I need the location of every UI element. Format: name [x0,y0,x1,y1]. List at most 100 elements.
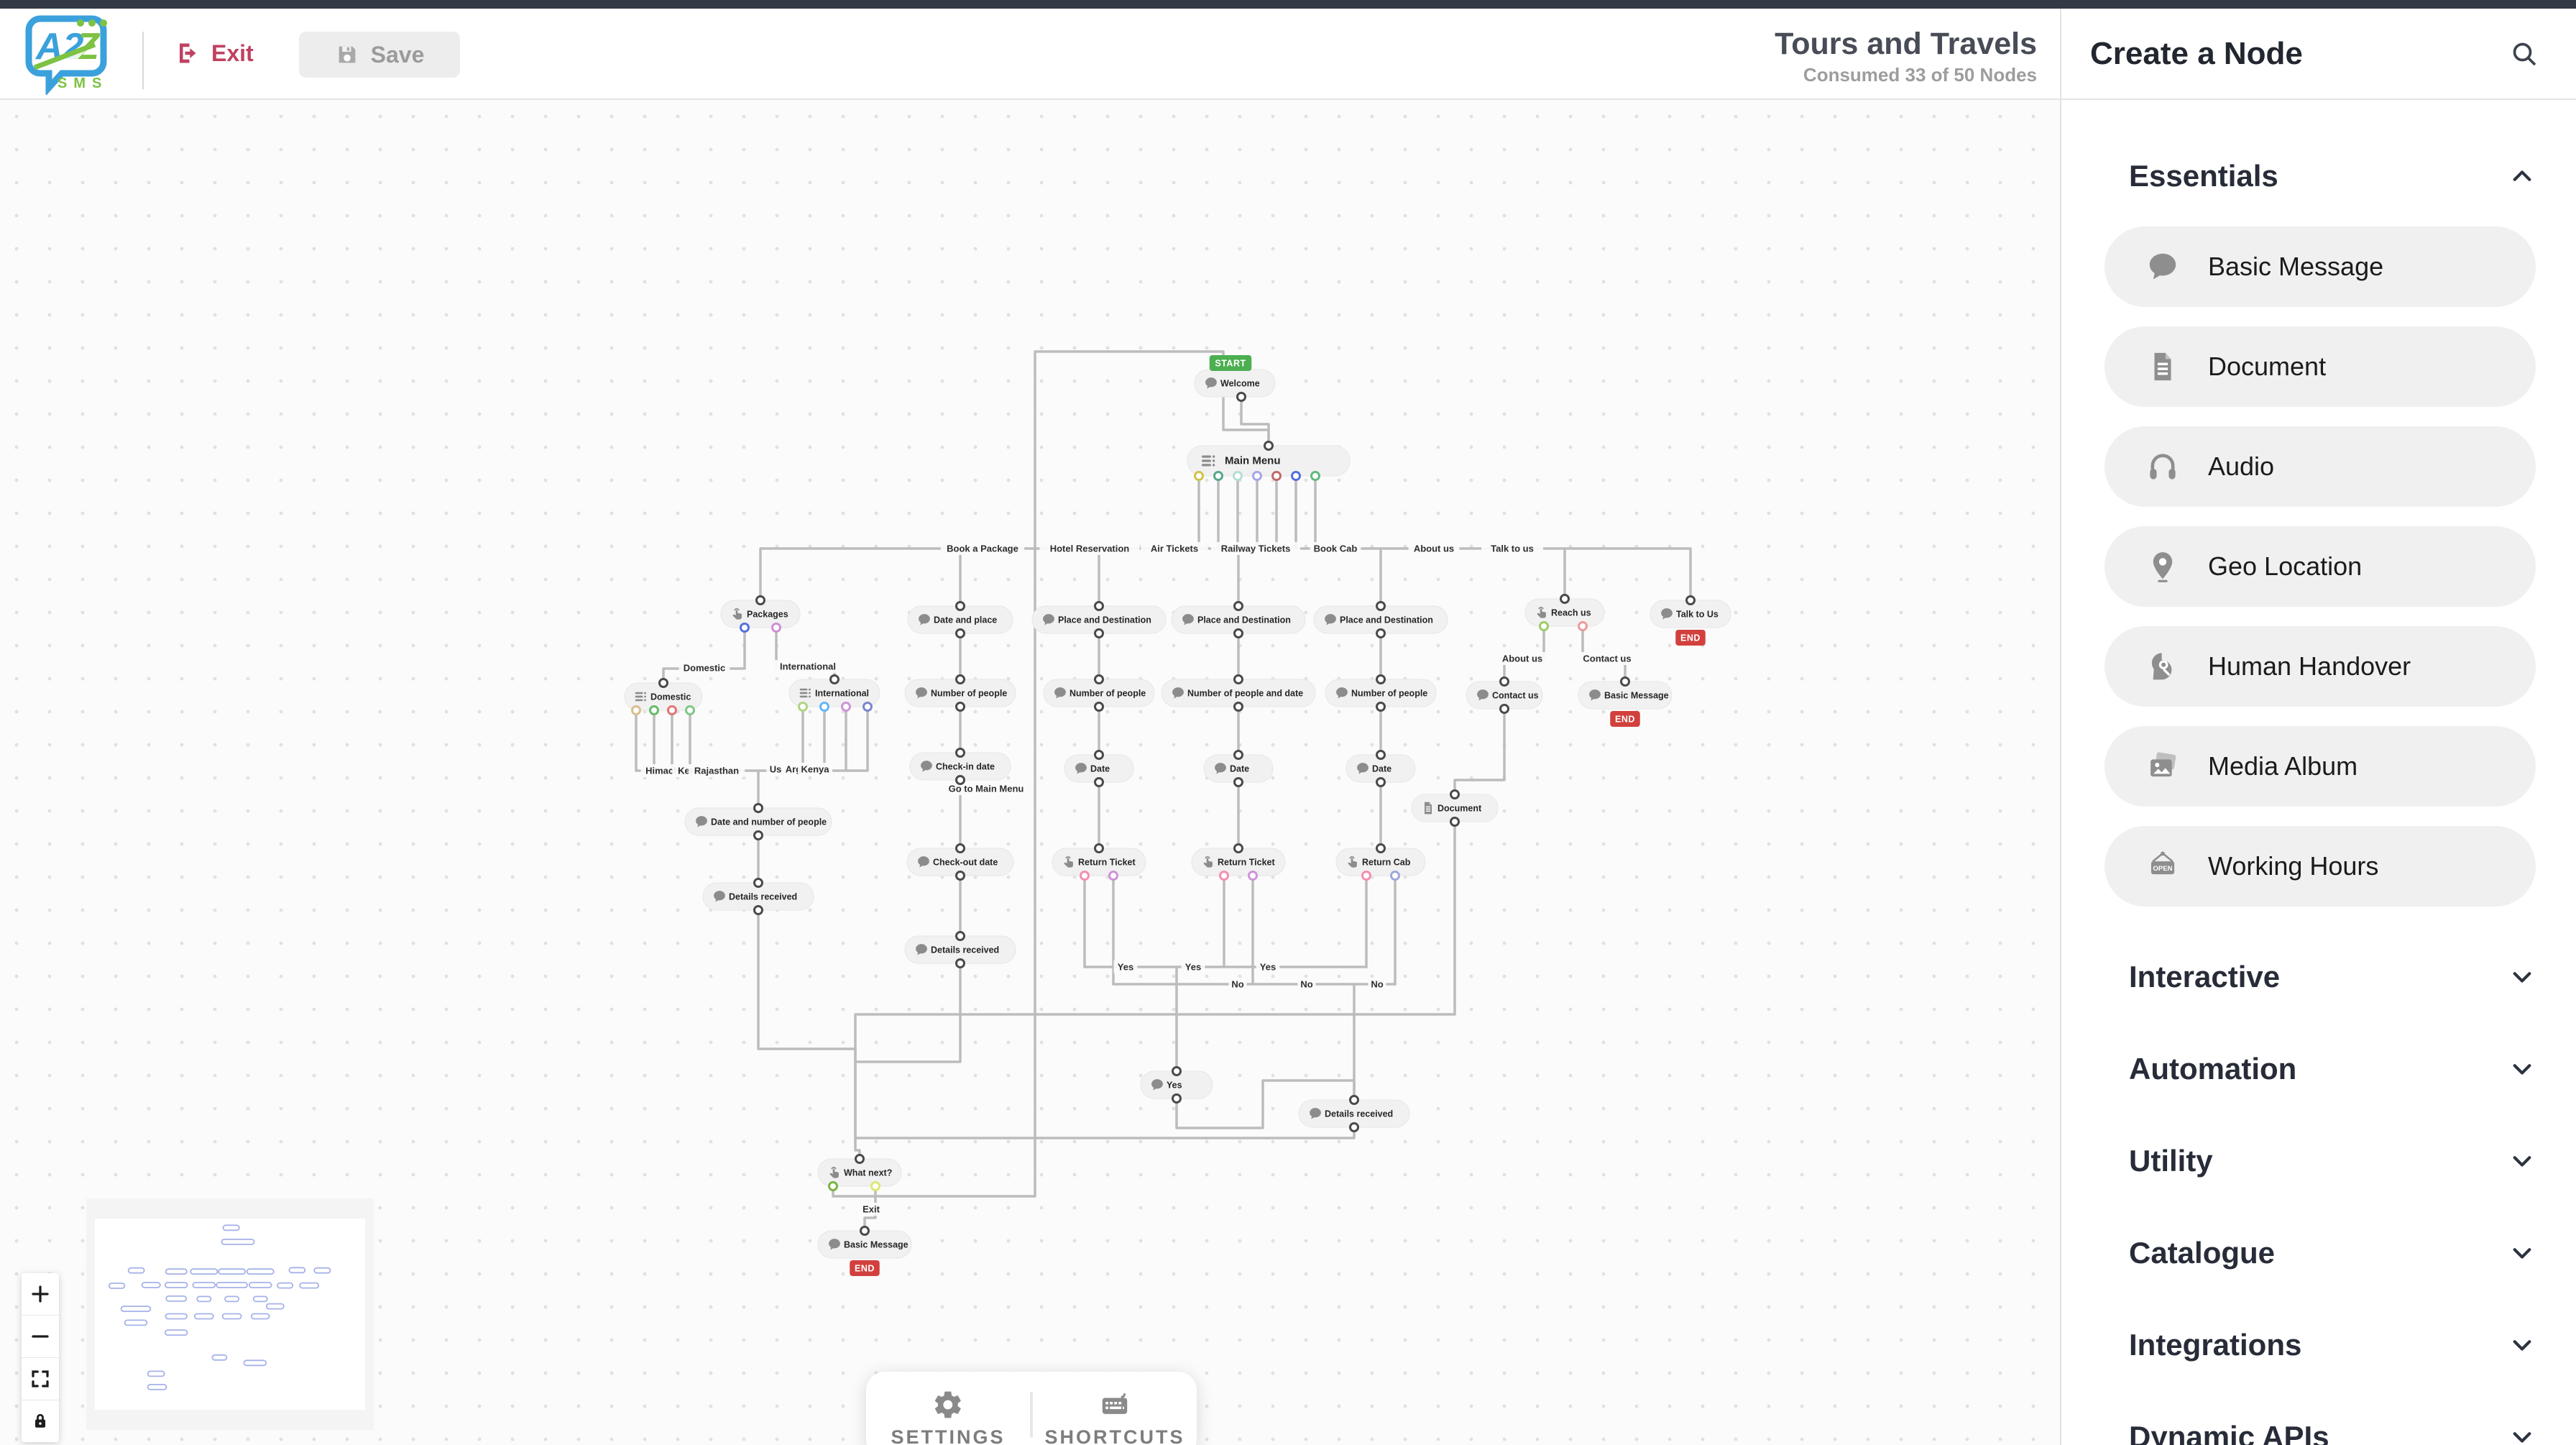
flow-node-num-people-3[interactable]: Number of people [1043,674,1155,712]
search-icon[interactable] [2510,40,2539,68]
input-port[interactable] [1233,843,1243,853]
sidebar-section-automation[interactable]: Automation [2104,1047,2536,1091]
output-port[interactable] [740,623,750,633]
input-port[interactable] [755,595,765,605]
output-port[interactable] [1349,1122,1359,1132]
flow-node-place-dest-2[interactable]: Place and Destination [1171,601,1306,638]
output-port[interactable] [955,958,965,968]
fit-view-button[interactable] [22,1358,59,1400]
input-port[interactable] [955,674,965,684]
flow-node-place-dest-1[interactable]: Place and Destination [1031,601,1167,638]
output-port[interactable] [870,1181,880,1191]
input-port[interactable] [1094,843,1104,853]
sidebar-section-catalogue[interactable]: Catalogue [2104,1231,2536,1275]
input-port[interactable] [1172,1066,1182,1076]
output-port[interactable] [798,702,808,712]
input-port[interactable] [1685,595,1696,605]
flow-node-international[interactable]: International [788,674,880,712]
output-port[interactable] [771,623,781,633]
lock-button[interactable] [22,1400,59,1442]
output-port[interactable] [955,871,965,881]
flow-node-main-menu[interactable]: Main Menu [1187,441,1351,481]
node-type-audio[interactable]: Audio [2104,426,2536,507]
node-type-document[interactable]: Document [2104,326,2536,407]
output-port[interactable] [828,1181,838,1191]
flow-node-return-ticket-4[interactable]: Return Ticket [1191,843,1286,881]
input-port[interactable] [1376,843,1386,853]
output-port[interactable] [1094,628,1104,638]
input-port[interactable] [1094,674,1104,684]
node-type-human-handover[interactable]: Human Handover [2104,626,2536,707]
flow-node-date-4[interactable]: Date [1203,750,1274,787]
output-port[interactable] [753,830,763,840]
flow-node-date-num-people[interactable]: Date and number of people [684,803,832,840]
minimap[interactable] [86,1198,374,1430]
output-port[interactable] [667,705,677,715]
output-port[interactable] [1236,392,1246,402]
output-port[interactable] [1252,471,1262,481]
output-port[interactable] [955,628,965,638]
zoom-out-button[interactable] [22,1316,59,1358]
flow-node-details-received-left[interactable]: Details received [702,878,814,915]
flow-node-num-people-2[interactable]: Number of people [904,674,1016,712]
output-port[interactable] [1233,777,1243,787]
flow-node-details-received-right[interactable]: Details received [1298,1095,1410,1132]
input-port[interactable] [1376,601,1386,611]
input-port[interactable] [855,1154,865,1164]
output-port[interactable] [753,905,763,915]
flow-node-what-next[interactable]: What next? [817,1154,902,1191]
output-port[interactable] [631,705,641,715]
node-type-basic-message[interactable]: Basic Message [2104,226,2536,307]
sidebar-section-utility[interactable]: Utility [2104,1139,2536,1183]
flow-node-check-in-date[interactable]: Check-in date [909,748,1011,785]
output-port[interactable] [1450,817,1460,827]
output-port[interactable] [1390,871,1400,881]
input-port[interactable] [955,931,965,941]
input-port[interactable] [658,678,668,688]
output-port[interactable] [955,702,965,712]
zoom-in-button[interactable] [22,1273,59,1316]
output-port[interactable] [1539,621,1549,631]
sidebar-section-interactive[interactable]: Interactive [2104,955,2536,999]
output-port[interactable] [1499,704,1509,714]
output-port[interactable] [1213,471,1223,481]
output-port[interactable] [862,702,873,712]
input-port[interactable] [753,803,763,813]
input-port[interactable] [955,748,965,758]
output-port[interactable] [1376,702,1386,712]
exit-button[interactable]: Exit [175,30,254,76]
flow-node-num-people-5[interactable]: Number of people [1325,674,1437,712]
input-port[interactable] [1264,441,1274,451]
output-port[interactable] [1172,1093,1182,1104]
node-type-working-hours[interactable]: Working Hours [2104,826,2536,907]
node-type-geo-location[interactable]: Geo Location [2104,526,2536,607]
output-port[interactable] [841,702,851,712]
flow-node-return-cab[interactable]: Return Cab [1335,843,1426,881]
save-button[interactable]: Save [299,32,460,78]
input-port[interactable] [1233,750,1243,760]
flow-node-yes-node[interactable]: Yes [1140,1066,1213,1104]
sidebar-section-dynamic-apis[interactable]: Dynamic APIs [2104,1416,2536,1445]
output-port[interactable] [1361,871,1371,881]
input-port[interactable] [1233,674,1243,684]
input-port[interactable] [1499,676,1509,687]
output-port[interactable] [1233,471,1243,481]
flow-node-reach-us[interactable]: Reach us [1524,594,1605,631]
input-port[interactable] [955,601,965,611]
flow-node-check-out-date[interactable]: Check-out date [906,843,1014,881]
input-port[interactable] [1620,676,1630,687]
input-port[interactable] [1094,601,1104,611]
output-port[interactable] [1291,471,1301,481]
flow-node-date-5[interactable]: Date [1346,750,1416,787]
output-port[interactable] [685,705,695,715]
output-port[interactable] [1219,871,1229,881]
output-port[interactable] [1233,628,1243,638]
output-port[interactable] [1271,471,1282,481]
node-type-media-album[interactable]: Media Album [2104,726,2536,807]
output-port[interactable] [1376,628,1386,638]
settings-button[interactable]: SETTINGS [866,1382,1030,1445]
flow-node-details-received-mid[interactable]: Details received [904,931,1016,968]
output-port[interactable] [819,702,829,712]
